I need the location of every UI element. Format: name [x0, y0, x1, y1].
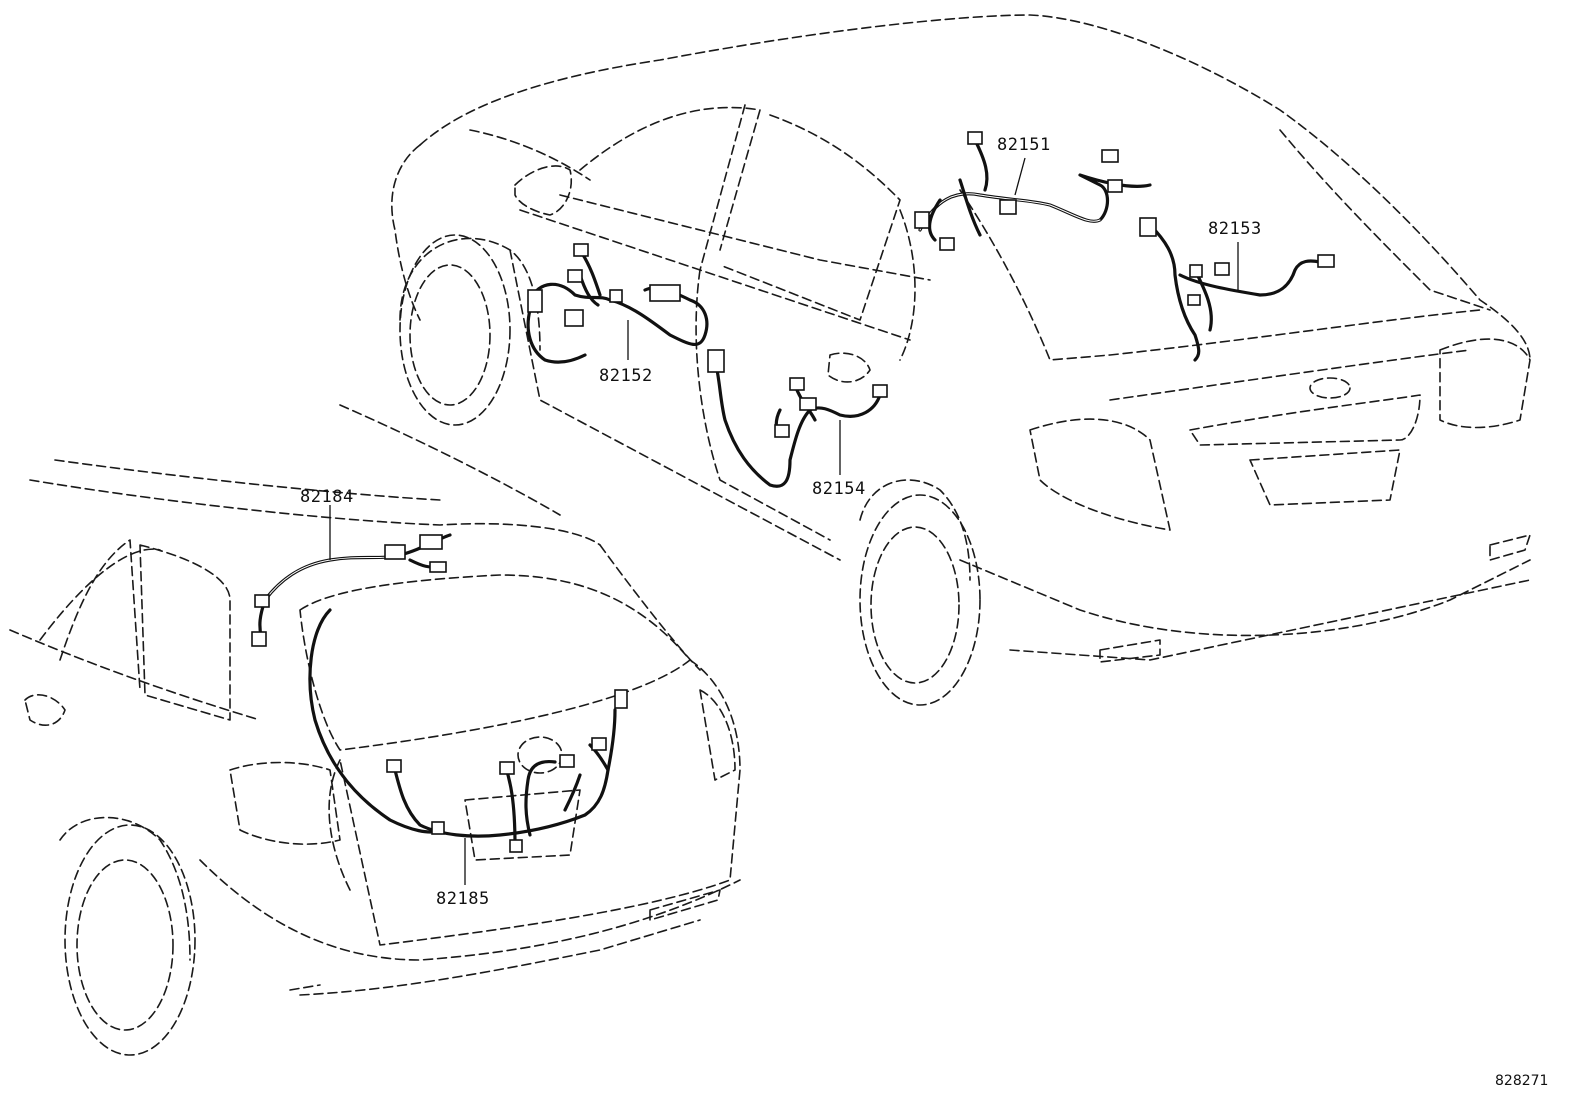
- part-label-82185: 82185: [436, 889, 490, 909]
- part-label-82151: 82151: [997, 135, 1051, 155]
- part-label-82153: 82153: [1208, 219, 1262, 239]
- sedan-body-outline: [391, 14, 1531, 706]
- figure-id: 828271: [1495, 1073, 1548, 1089]
- harness-82185: [386, 689, 628, 853]
- harness-82184: [251, 533, 452, 834]
- harness-82151: [914, 131, 1152, 251]
- part-label-82152: 82152: [599, 366, 653, 386]
- part-label-82184: 82184: [300, 487, 354, 507]
- harness-82153: [1139, 217, 1335, 362]
- leader-82151: [1014, 157, 1026, 196]
- leader-lines: [329, 157, 1239, 885]
- part-label-82154: 82154: [812, 479, 866, 499]
- harness-82152: [526, 243, 709, 364]
- hatchback-body-outline: [9, 404, 741, 1056]
- harness-82154: [707, 349, 888, 488]
- part-labels: 82151 82152 82153 82154 82184 82185: [300, 135, 1262, 909]
